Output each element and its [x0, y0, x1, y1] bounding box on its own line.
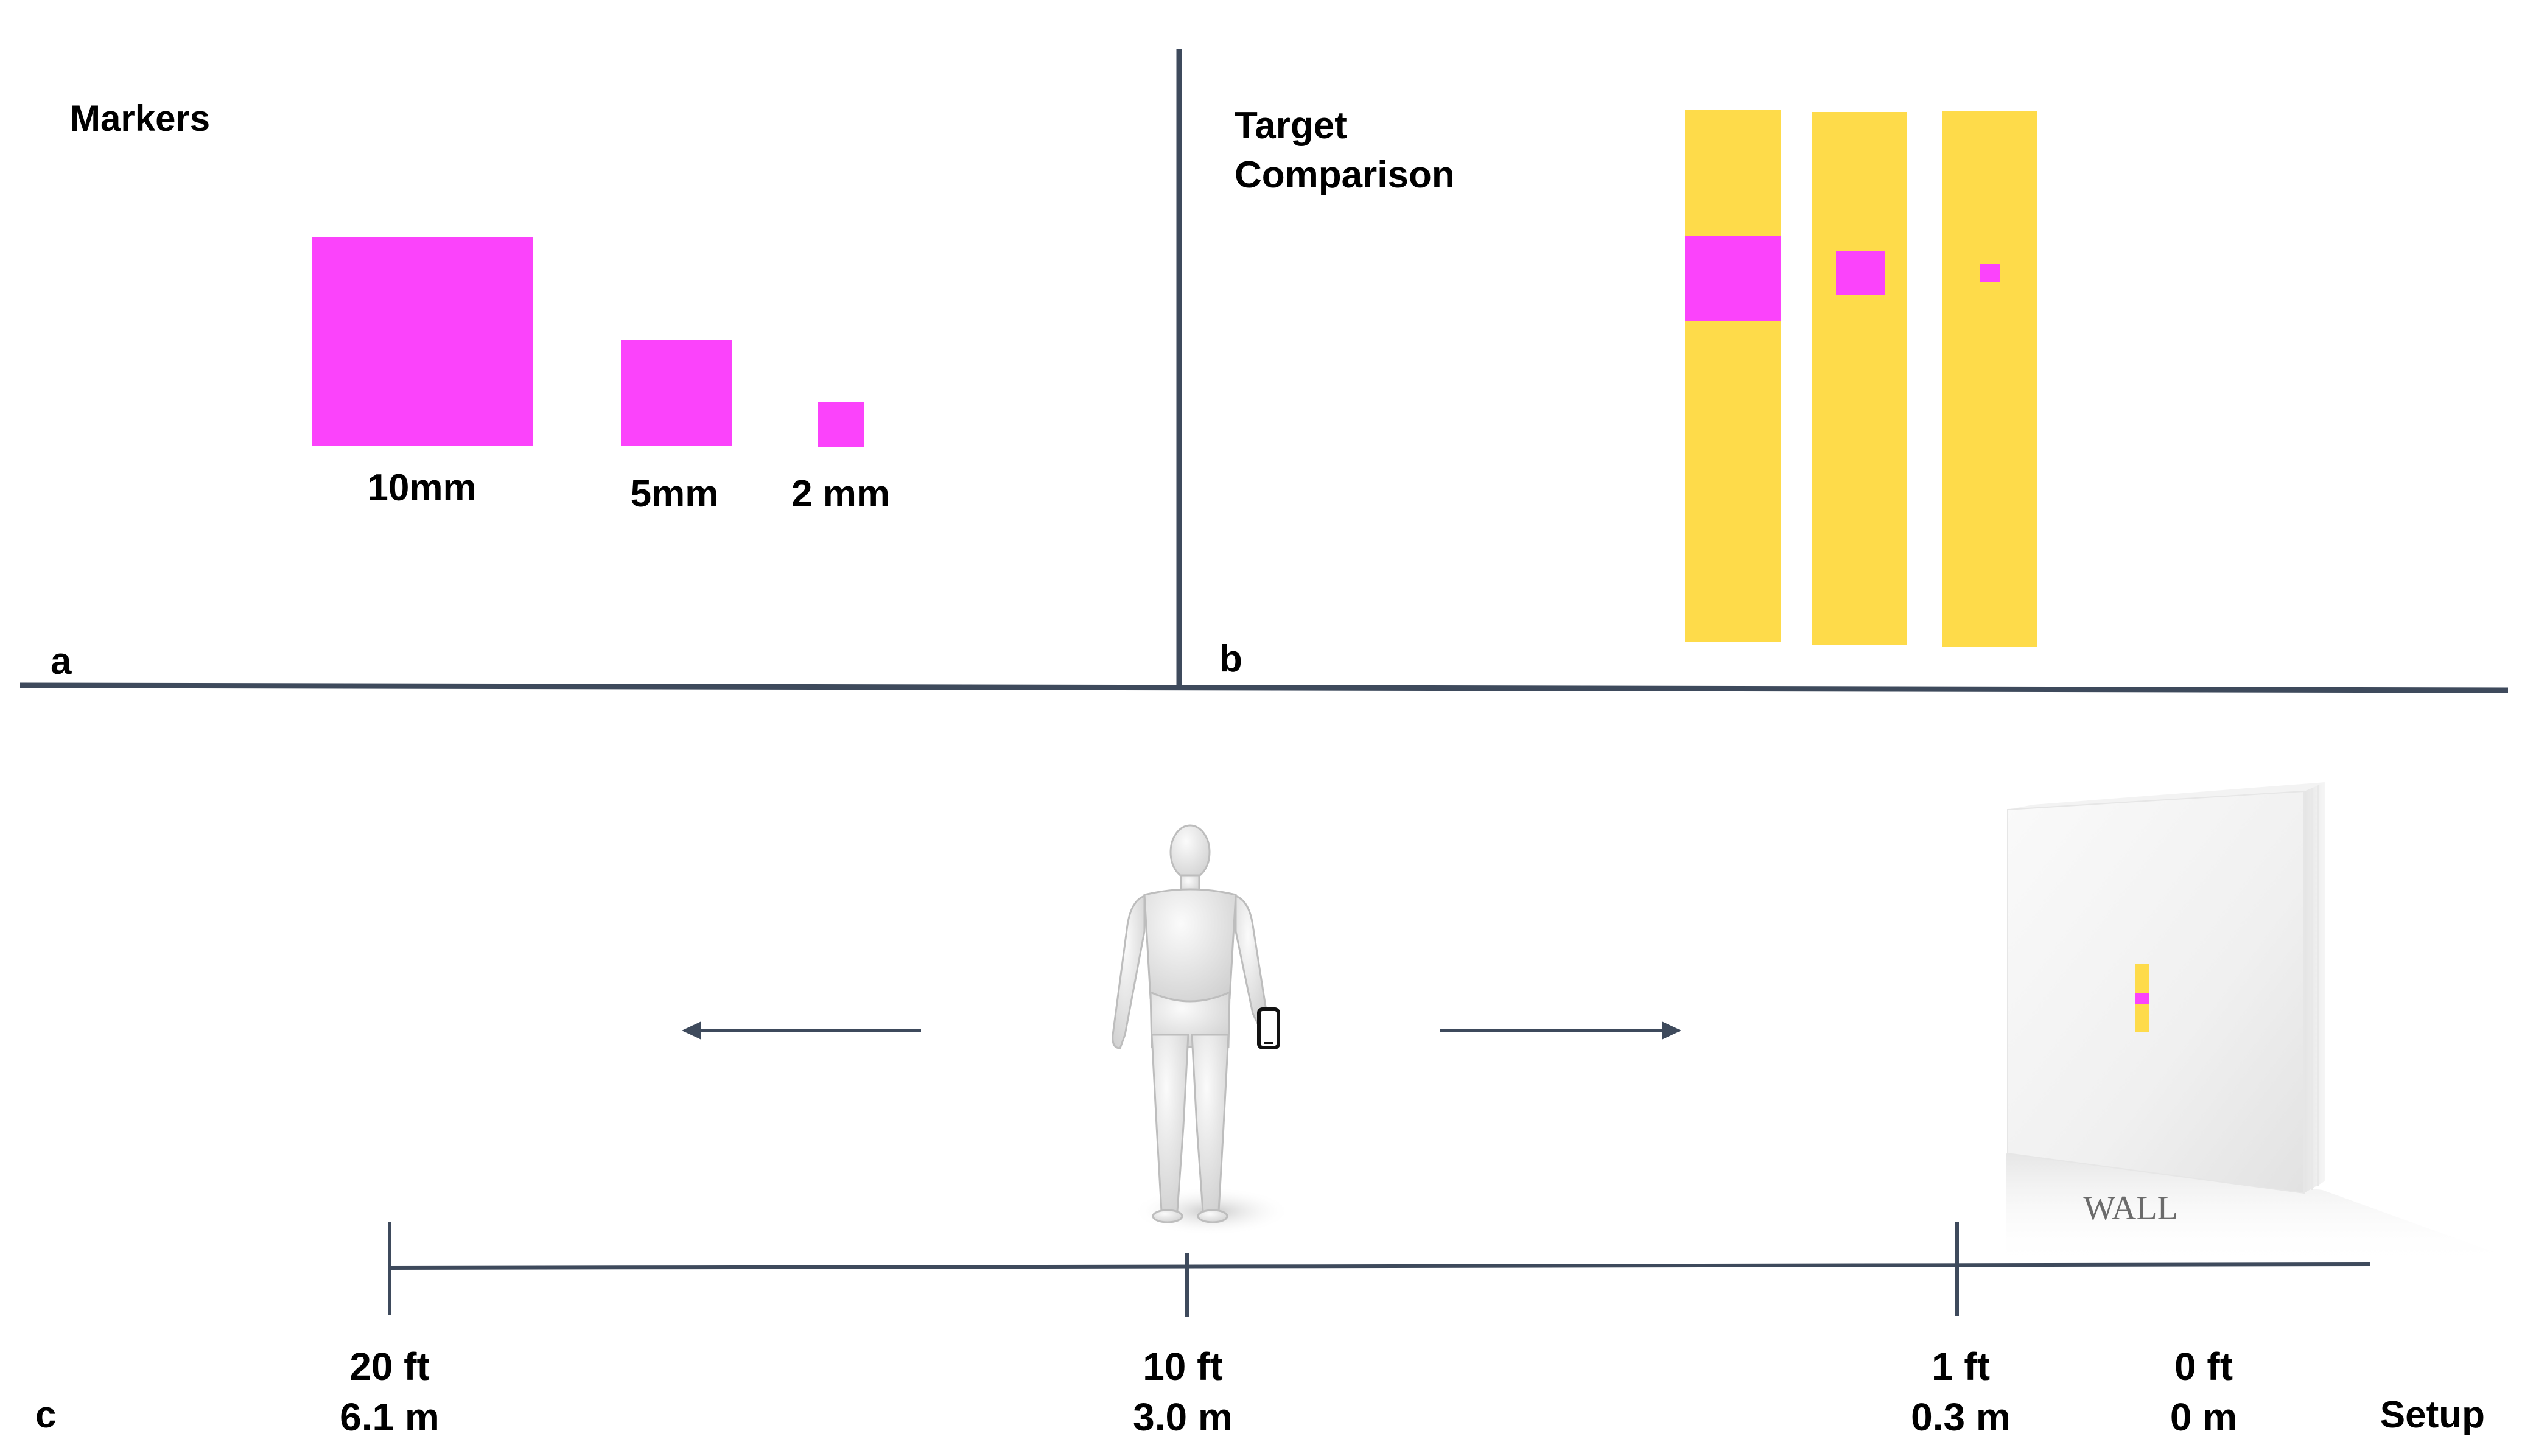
marker-label-5mm: 5mm	[631, 473, 719, 515]
panel-b: Target Comparison b	[1219, 105, 2037, 680]
wall-reflection	[2006, 1153, 2499, 1266]
wall-side	[2304, 782, 2325, 1193]
panel-b-title-line1: Target	[1235, 105, 1347, 147]
distance-axis	[388, 1222, 2370, 1317]
distance-labels: 20 ft 6.1 m 10 ft 3.0 m 1 ft 0.3 m 0 ft …	[340, 1345, 2237, 1439]
marker-label-2mm: 2 mm	[791, 473, 890, 515]
target-marker-2mm	[1980, 264, 2000, 282]
tick-label-20ft-ft: 20 ft	[349, 1345, 430, 1388]
target-marker-10mm	[1685, 236, 1781, 321]
target-strip-2mm	[1942, 111, 2037, 647]
arrow-right-icon	[1440, 1021, 1681, 1040]
tick-label-10ft-m: 3.0 m	[1133, 1395, 1233, 1439]
tick-label-1ft-m: 0.3 m	[1911, 1395, 2011, 1439]
wall: WALL	[2006, 782, 2499, 1266]
panel-c: WALL	[35, 782, 2499, 1439]
tick-label-20ft-m: 6.1 m	[340, 1395, 440, 1439]
arrow-left-icon	[682, 1021, 921, 1040]
panel-a: Markers 10mm 5mm 2 mm a	[51, 98, 890, 682]
wall-target-marker	[2135, 993, 2149, 1004]
panel-a-title: Markers	[70, 98, 210, 139]
target-marker-5mm	[1836, 251, 1885, 295]
marker-square-2mm	[818, 402, 864, 447]
marker-square-10mm	[312, 237, 533, 446]
setup-label: Setup	[2380, 1394, 2485, 1436]
tick-label-1ft-ft: 1 ft	[1932, 1345, 1990, 1388]
tick-label-0ft-ft: 0 ft	[2174, 1345, 2233, 1388]
panel-b-title-line2: Comparison	[1235, 154, 1455, 196]
person-holding-phone-icon	[1112, 824, 1291, 1236]
tick-label-10ft-ft: 10 ft	[1143, 1345, 1223, 1388]
tick-label-0ft-m: 0 m	[2170, 1395, 2237, 1439]
wall-face	[2007, 790, 2305, 1194]
panel-a-letter: a	[51, 640, 72, 682]
phone	[1257, 1007, 1280, 1049]
marker-label-10mm: 10mm	[367, 467, 476, 509]
wall-top	[2008, 782, 2325, 810]
panel-b-letter: b	[1219, 638, 1242, 680]
marker-square-5mm	[621, 340, 732, 446]
wall-label: WALL	[2083, 1189, 2178, 1227]
target-strip-10mm	[1685, 110, 1781, 642]
horizontal-divider	[19, 682, 2509, 693]
target-strip-5mm	[1812, 112, 1907, 645]
distance-axis-line	[389, 1262, 2370, 1270]
panel-c-letter: c	[35, 1394, 56, 1436]
